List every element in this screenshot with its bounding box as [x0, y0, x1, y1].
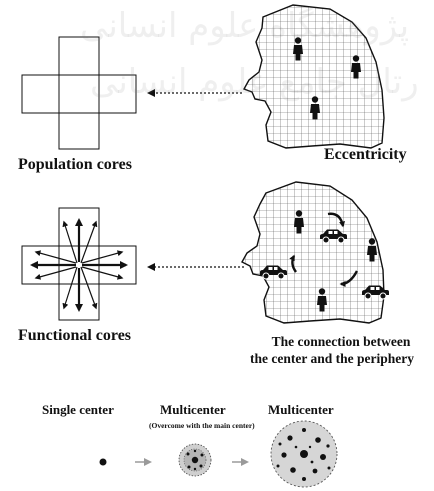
- single-center-dot: [99, 458, 107, 466]
- watermark-line-1: پژوهشگاه علوم انسانی: [80, 6, 410, 46]
- multicenter-large-circle: [270, 420, 338, 488]
- connection-label-line-2: the center and the periphery: [250, 351, 414, 366]
- population-cores-cross: [21, 36, 137, 150]
- population-cores-label: Population cores: [18, 156, 132, 173]
- functional-cores-cross: [21, 207, 137, 321]
- eccentricity-city-map: [242, 4, 385, 149]
- single-center-label: Single center: [42, 402, 114, 417]
- multicenter-large-label: Multicenter: [268, 402, 334, 417]
- multicenter-small-note: (Overcome with the main center): [149, 421, 255, 430]
- eccentricity-label: Eccentricity: [324, 146, 407, 163]
- multicenter-small-label: Multicenter: [160, 402, 226, 417]
- gray-arrow: [135, 458, 152, 466]
- connection-city-map: [241, 181, 390, 324]
- gray-arrow: [232, 458, 249, 466]
- multicenter-small-circle: [178, 443, 212, 477]
- watermark-line-2: رتال جامع علوم انسانی: [90, 62, 419, 102]
- functional-cores-label: Functional cores: [18, 327, 132, 344]
- connection-label-line-1: The connection between: [271, 334, 411, 349]
